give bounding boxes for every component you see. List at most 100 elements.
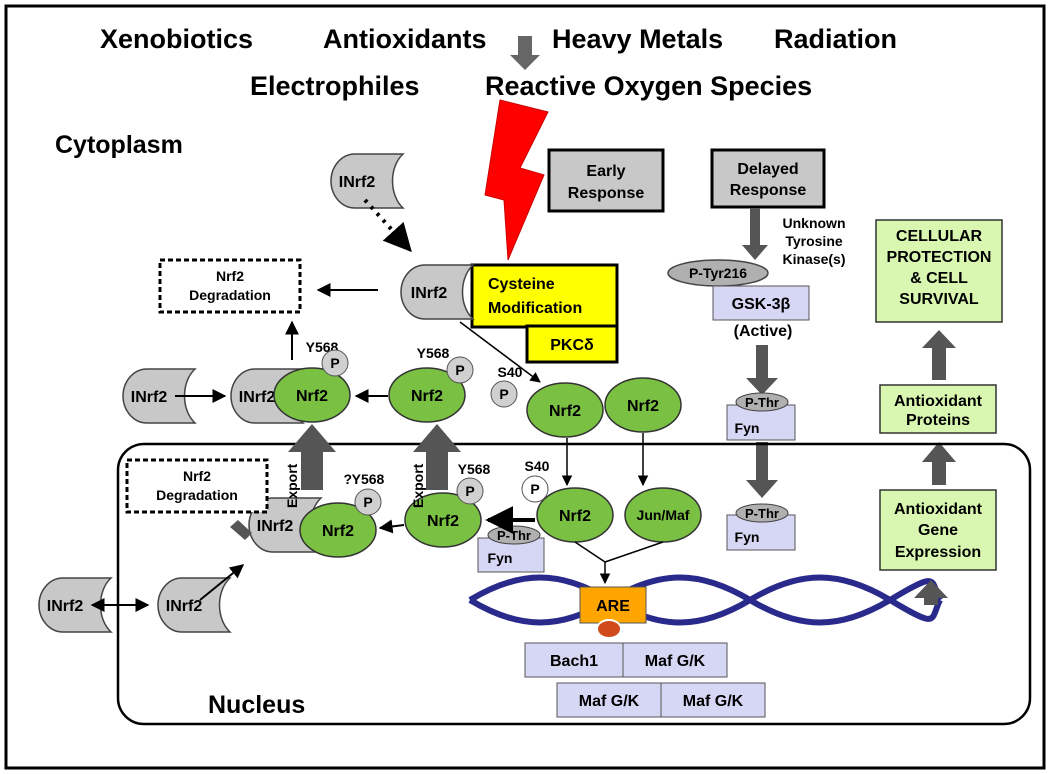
- cysteine-line1: Cysteine: [488, 276, 555, 293]
- are-binding-site-icon: [596, 619, 622, 639]
- svg-text:Nrf2: Nrf2: [559, 508, 591, 525]
- export-arrow-1: [288, 424, 336, 490]
- protection-line4: SURVIVAL: [899, 291, 979, 308]
- p-thr-label-cyto: P-Thr: [745, 395, 779, 410]
- maf-gk-box-1: [622, 642, 728, 678]
- svg-text:Degradation: Degradation: [189, 287, 271, 303]
- degradation-box-nuc: [125, 458, 269, 514]
- inrf2-nuc-left: INrf2: [38, 577, 112, 633]
- s40-label-2: S40: [525, 458, 550, 474]
- phospho-circle-1: [321, 349, 349, 377]
- phospho-circle-5: [456, 477, 484, 505]
- pkc-delta-label: PKCδ: [550, 337, 594, 354]
- export-label-1: Export: [284, 463, 300, 508]
- phospho-circle-4: [354, 488, 382, 516]
- svg-text:INrf2: INrf2: [339, 174, 376, 191]
- nrf2-cyto-s40: [526, 382, 604, 438]
- stimulus-xenobiotics: Xenobiotics: [100, 24, 253, 54]
- y568-label-4: Y568: [458, 461, 491, 477]
- proteins-line1: Antioxidant: [894, 393, 983, 410]
- svg-text:P-Thr: P-Thr: [497, 528, 531, 543]
- fyn-label-cyto: Fyn: [735, 420, 760, 436]
- protection-line2: PROTECTION: [887, 249, 992, 266]
- arrow-release-nrf2: [459, 321, 541, 383]
- pkc-delta-box: [525, 324, 619, 364]
- stimuli-down-arrow: [510, 36, 540, 70]
- gsk3b-box: [712, 285, 810, 321]
- svg-text:INrf2: INrf2: [131, 389, 168, 406]
- protection-line1: CELLULAR: [896, 228, 983, 245]
- svg-text:Nrf2: Nrf2: [216, 268, 244, 284]
- gene-line3: Expression: [895, 544, 981, 561]
- arrow-inrf2-up: [199, 564, 245, 601]
- antioxidant-gene-expression-box: [879, 489, 997, 571]
- proteins-line2: Proteins: [906, 412, 970, 429]
- question-mark: ?: [343, 471, 352, 487]
- degradation-box-cyto: [158, 258, 302, 314]
- dna-strand-1: [468, 574, 943, 626]
- svg-text:P: P: [455, 362, 464, 378]
- gene-to-proteins-arrow: [922, 442, 956, 485]
- stimulus-radiation: Radiation: [774, 24, 897, 54]
- kinase-line1: Unknown: [783, 215, 846, 231]
- inrf2-cyto-left: INrf2: [122, 368, 196, 424]
- cellular-protection-box: [875, 219, 1003, 323]
- kinase-line3: Kinase(s): [782, 251, 845, 267]
- svg-text:Nrf2: Nrf2: [427, 513, 459, 530]
- svg-text:Nrf2: Nrf2: [183, 468, 211, 484]
- svg-text:P: P: [363, 494, 372, 510]
- phospho-circle-6: [521, 475, 549, 503]
- stimulus-electrophiles: Electrophiles: [250, 71, 420, 101]
- cysteine-line2: Modification: [488, 300, 582, 317]
- gene-line1: Antioxidant: [894, 501, 983, 518]
- stimulus-antioxidants: Antioxidants: [323, 24, 487, 54]
- gsk3b-active-label: (Active): [734, 323, 793, 340]
- cysteine-modification-box: [470, 263, 619, 329]
- protection-line3: & CELL: [910, 270, 968, 287]
- y568-label-3: Y568: [352, 471, 385, 487]
- inrf2-nuc-complex: INrf2: [248, 497, 322, 553]
- fyn-nuclear-import-arrow: [746, 442, 778, 498]
- early-response-line1: Early: [586, 163, 625, 180]
- svg-text:Nrf2: Nrf2: [296, 388, 328, 405]
- maf-gk-label-3: Maf G/K: [683, 693, 744, 710]
- maf-gk-label-1: Maf G/K: [645, 653, 706, 670]
- early-response-box: [547, 148, 665, 213]
- phospho-circle-3: [490, 380, 518, 408]
- svg-text:INrf2: INrf2: [239, 389, 276, 406]
- p-thr-ellipse-nuc: [735, 503, 789, 523]
- stimulus-ros: Reactive Oxygen Species: [485, 71, 812, 101]
- svg-text:P: P: [465, 483, 474, 499]
- nucleus-membrane: [116, 442, 1032, 726]
- svg-text:Nrf2: Nrf2: [411, 388, 443, 405]
- nrf2-cyto-y568: [388, 367, 466, 423]
- p-thr-label-nuc: P-Thr: [745, 506, 779, 521]
- early-response-line2: Response: [568, 185, 645, 202]
- fyn-label-nuc: Fyn: [735, 529, 760, 545]
- nrf2-cyto-complex: [273, 367, 351, 423]
- svg-text:INrf2: INrf2: [47, 598, 84, 615]
- nucleus-label: Nucleus: [208, 691, 305, 719]
- p-thr-ellipse-cyto: [735, 392, 789, 412]
- gsk-to-fyn-arrow: [746, 345, 778, 395]
- dotted-arrow: [363, 198, 412, 253]
- svg-text:INrf2: INrf2: [166, 598, 203, 615]
- nuc-degradation-arrow: [230, 520, 252, 540]
- svg-text:Degradation: Degradation: [156, 487, 238, 503]
- dna-strand-2: [468, 574, 943, 626]
- maf-gk-box-2: [556, 682, 662, 718]
- maf-gk-label-2: Maf G/K: [579, 693, 640, 710]
- phospho-circle-2: [446, 356, 474, 384]
- stimulus-heavy-metals: Heavy Metals: [552, 24, 723, 54]
- gsk3b-label: GSK-3β: [732, 296, 791, 313]
- delayed-response-line2: Response: [730, 182, 807, 199]
- svg-text:INrf2: INrf2: [411, 285, 448, 302]
- inrf2-modified: INrf2: [400, 264, 474, 320]
- svg-text:P: P: [330, 355, 339, 371]
- svg-text:P: P: [530, 481, 539, 497]
- nrf2-cyto-free: [604, 377, 682, 433]
- lightning-bolt-icon: [484, 99, 549, 261]
- inrf2-nuc-mid: INrf2: [157, 577, 231, 633]
- y568-label-2: Y568: [417, 345, 450, 361]
